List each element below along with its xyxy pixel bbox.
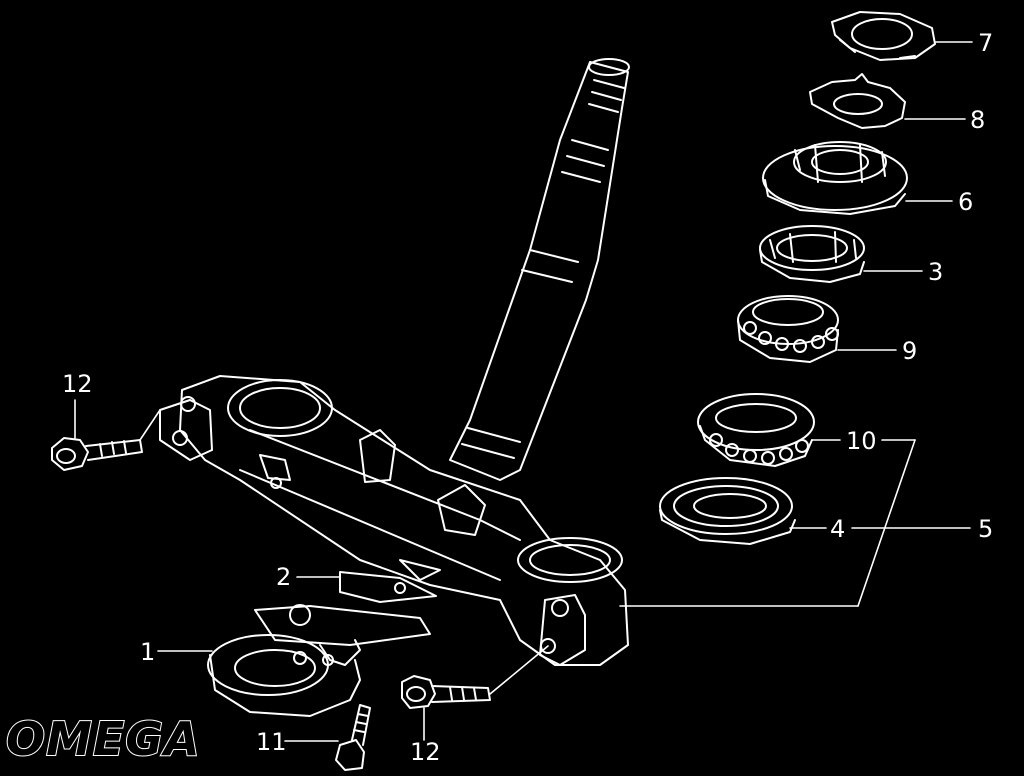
- callout-5: 5: [978, 515, 994, 543]
- part-11-bolt: [336, 705, 370, 770]
- part-12-left-bolt: [52, 438, 142, 470]
- callout-1: 1: [140, 638, 156, 666]
- callout-7: 7: [978, 29, 994, 57]
- callout-12-left: 12: [62, 370, 93, 398]
- callout-2: 2: [276, 563, 292, 591]
- callout-12-bottom: 12: [410, 738, 441, 766]
- callout-3: 3: [928, 258, 944, 286]
- steering-stem: [450, 59, 629, 480]
- part-4-dust-seal: [660, 478, 795, 544]
- part-2-plate: [340, 572, 436, 602]
- callout-11: 11: [256, 728, 287, 756]
- callout-6: 6: [958, 188, 974, 216]
- omega-logo: OMEGA: [5, 711, 201, 767]
- part-1-horn: [208, 605, 430, 716]
- part-7-lock-nut: [832, 12, 935, 60]
- leader-lines: [75, 42, 972, 741]
- callout-9: 9: [902, 337, 918, 365]
- part-6-adjusting-nut: [763, 142, 907, 214]
- part-12-lower-bolt: [402, 676, 490, 708]
- part-9-upper-bearing: [738, 296, 838, 362]
- callout-8: 8: [970, 106, 986, 134]
- callout-10: 10: [846, 427, 877, 455]
- part-10-lower-bearing: [698, 394, 814, 466]
- part-3-bearing-race: [760, 226, 864, 282]
- callout-4: 4: [830, 515, 846, 543]
- part-8-lock-washer: [810, 74, 905, 128]
- lower-triple-clamp: [160, 376, 628, 665]
